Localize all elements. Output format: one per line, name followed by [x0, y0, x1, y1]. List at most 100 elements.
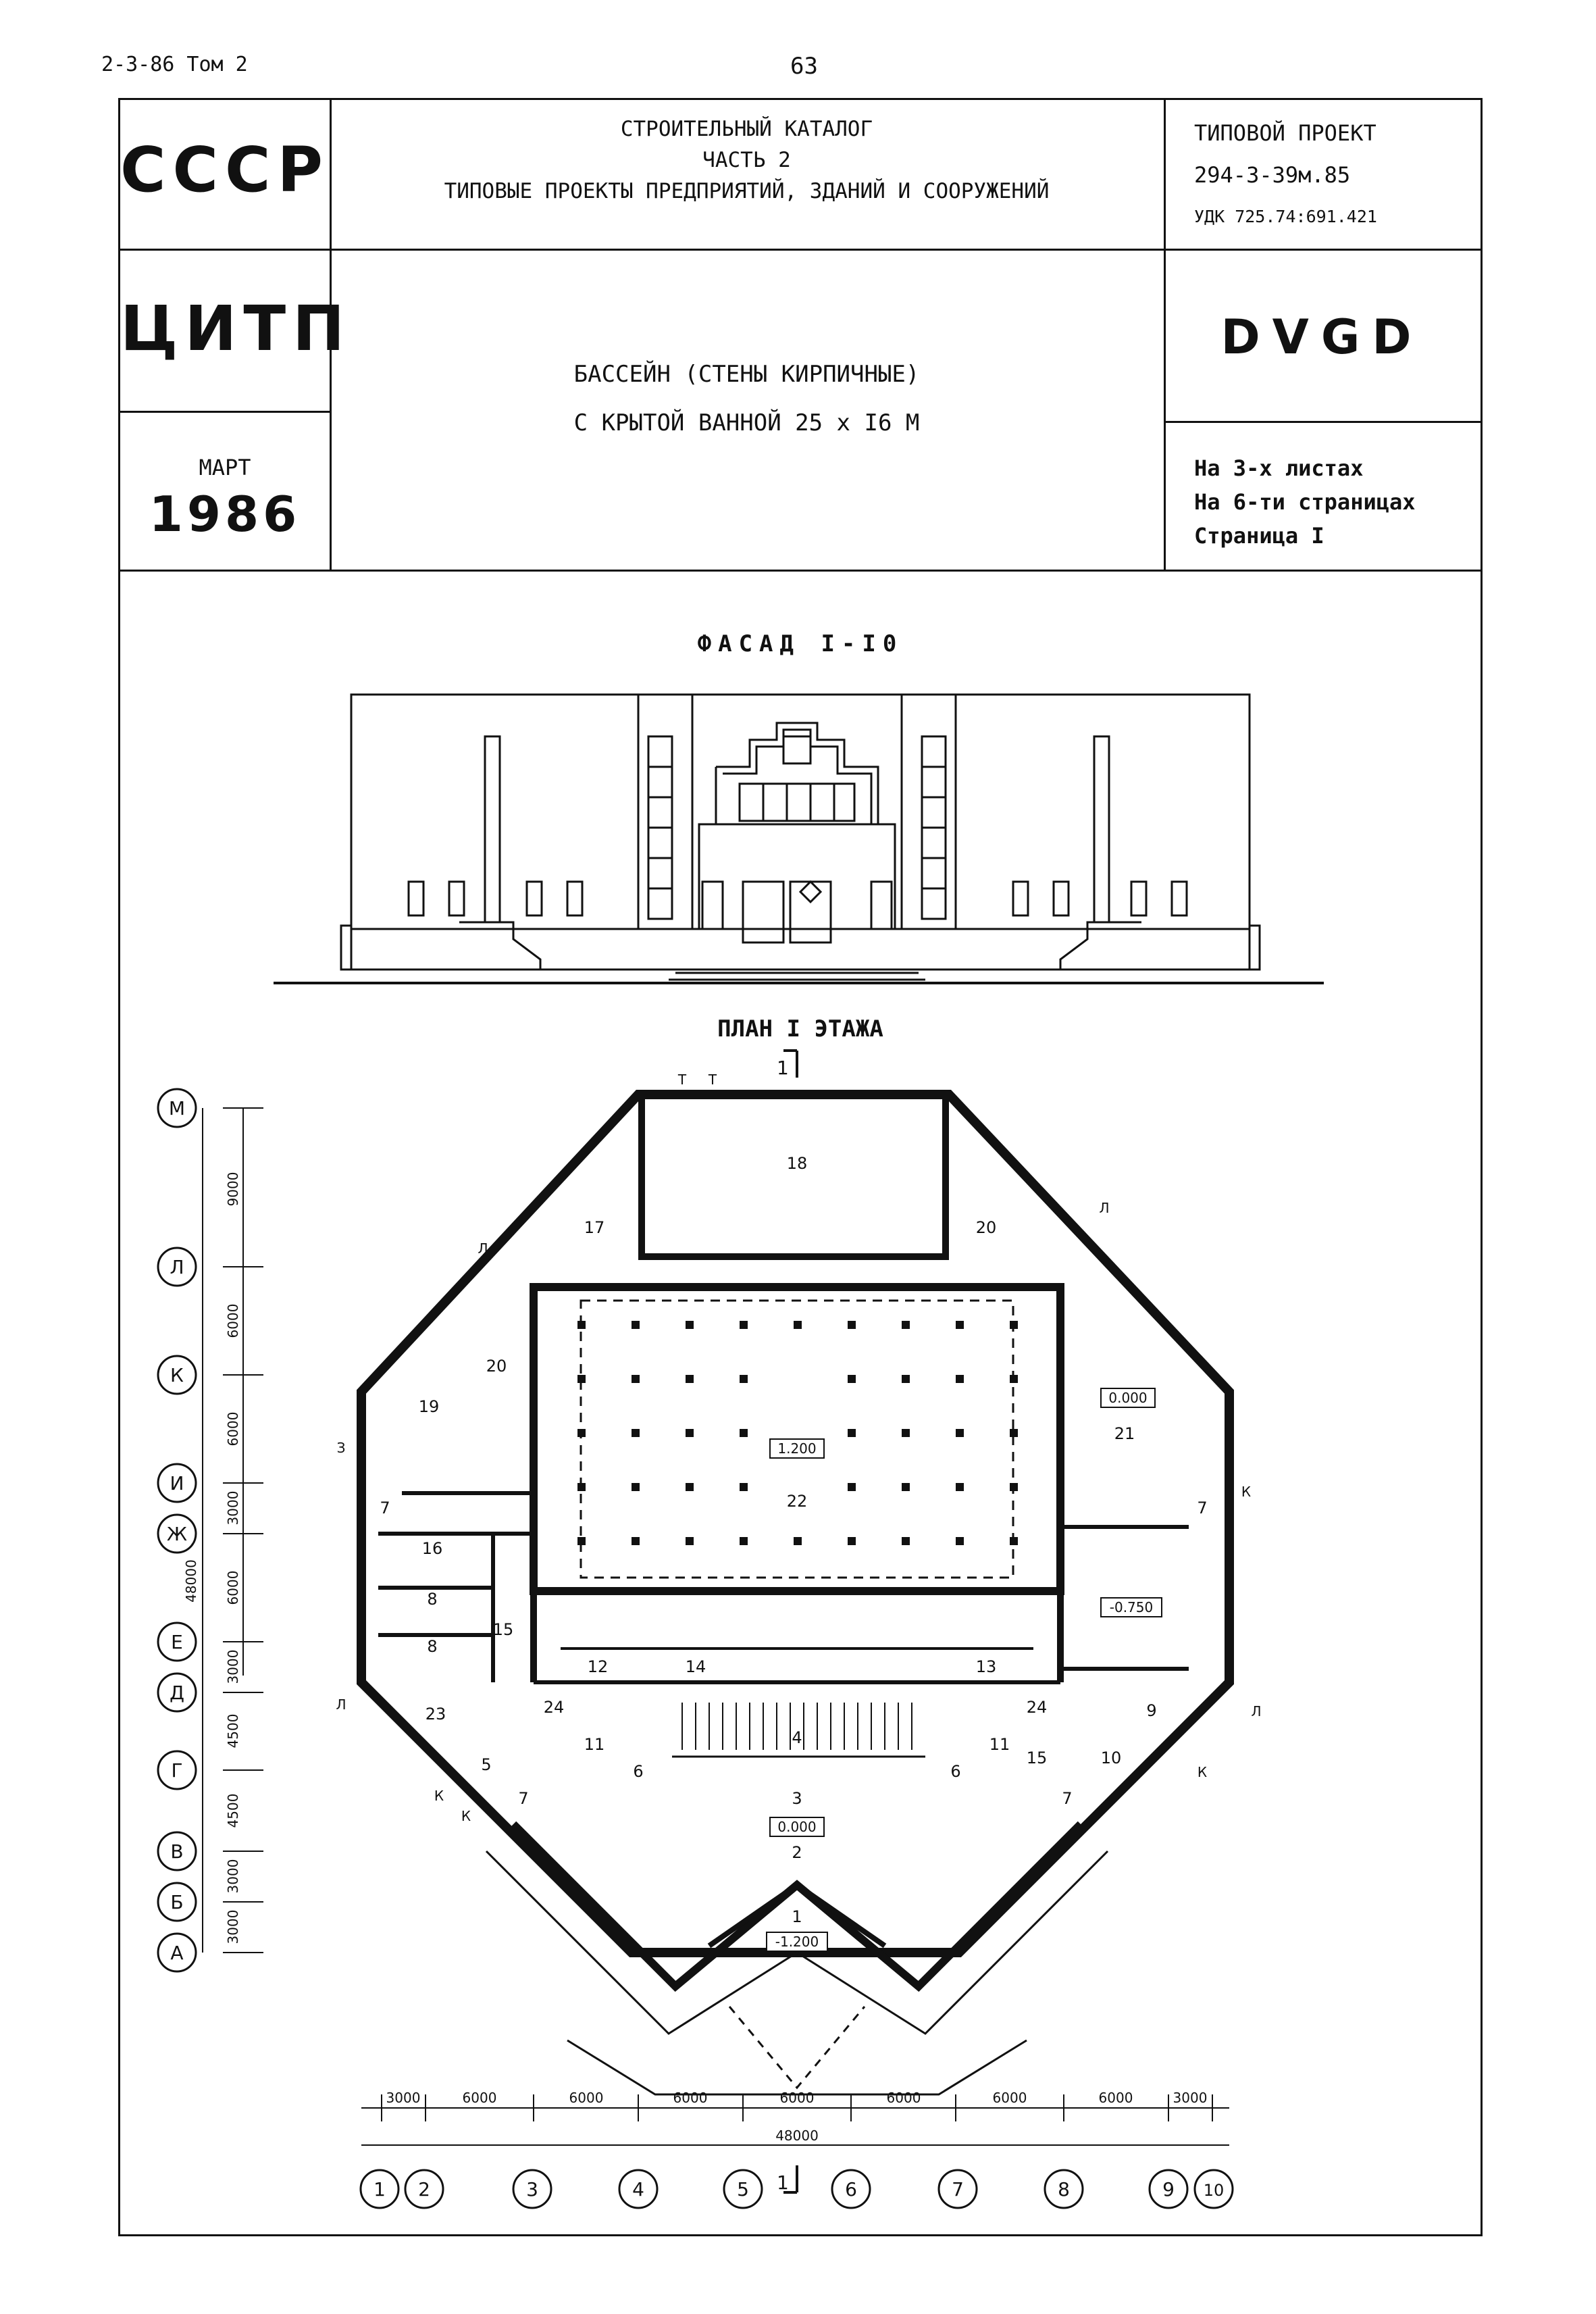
room-number: 15	[493, 1620, 514, 1639]
row-dimension: 4500	[225, 1714, 241, 1749]
catalog-line: ТИПОВЫЕ ПРОЕКТЫ ПРЕДПРИЯТИЙ, ЗДАНИЙ И СО…	[444, 179, 1050, 203]
row-axis-label: И	[170, 1472, 184, 1494]
row-dimension: 6000	[225, 1412, 241, 1447]
project-label: ТИПОВОЙ ПРОЕКТ	[1194, 120, 1376, 146]
row-total-dimension: 48000	[183, 1559, 199, 1603]
column-axis-label: 1	[374, 2178, 386, 2200]
org-label: ЦИТП	[120, 293, 352, 365]
catalog-line: СТРОИТЕЛЬНЫЙ КАТАЛОГ	[620, 117, 873, 141]
room-number: 14	[686, 1657, 706, 1676]
row-dimension: 6000	[225, 1304, 241, 1338]
level-mark: 0.000	[777, 1819, 816, 1835]
row-dimension: 3000	[225, 1650, 241, 1684]
column-dimension: 6000	[569, 2090, 604, 2106]
column-axis-label: 5	[737, 2178, 749, 2200]
room-number: 21	[1114, 1424, 1135, 1443]
row-axis-circles	[157, 1088, 197, 1973]
row-dimension: 9000	[225, 1172, 241, 1207]
entry-mark: К	[1241, 1484, 1251, 1500]
row-axis-label: Б	[170, 1891, 183, 1913]
column-axis-label: 10	[1204, 2181, 1225, 2200]
project-title: БАССЕЙН (СТЕНЫ КИРПИЧНЫЕ) С КРЫТОЙ ВАННО…	[330, 350, 1164, 447]
room-number: 12	[588, 1657, 609, 1676]
document-reference: 2-3-86 Том 2	[101, 53, 248, 76]
column-axis-label: 8	[1058, 2178, 1070, 2200]
catalog-line: ЧАСТЬ 2	[702, 148, 791, 172]
column-dimension: 6000	[993, 2090, 1027, 2106]
column-dimension: 6000	[463, 2090, 497, 2106]
entry-mark: К	[1198, 1764, 1207, 1780]
room-number: 7	[1197, 1499, 1207, 1517]
column-axis-circles	[359, 2169, 1234, 2209]
room-number: 10	[1101, 1749, 1122, 1767]
room-number: 2	[792, 1843, 802, 1862]
room-number: 4	[792, 1728, 802, 1747]
room-number: 20	[486, 1357, 507, 1376]
entry-mark: Т	[708, 1072, 717, 1088]
level-mark: -1.200	[775, 1934, 819, 1950]
entry-mark: Т	[677, 1072, 687, 1088]
room-number: 6	[950, 1762, 960, 1781]
entry-mark: К	[434, 1788, 444, 1804]
column-axis-label: 9	[1162, 2178, 1175, 2200]
plan-caption: ПЛАН I ЭТАЖА	[717, 1015, 883, 1042]
room-number: 8	[427, 1637, 437, 1656]
title-line: С КРЫТОЙ ВАННОЙ 25 х I6 М	[573, 409, 920, 436]
pool-columns	[577, 1321, 1018, 1545]
row-dimension: 6000	[225, 1571, 241, 1605]
room-number: 7	[518, 1789, 528, 1808]
page-number: 63	[790, 53, 818, 80]
sheet-info-line: На 6-ти страницах	[1194, 489, 1416, 515]
entry-mark: К	[461, 1808, 471, 1824]
room-number: 17	[584, 1218, 605, 1237]
entry-mark: Л	[1099, 1200, 1109, 1216]
column-dimension: 6000	[780, 2090, 815, 2106]
room-number: 5	[481, 1755, 491, 1774]
room-number: 1	[792, 1907, 802, 1926]
room-number: 11	[989, 1735, 1010, 1754]
room-number: 3	[792, 1789, 802, 1808]
row-axis-label: Г	[171, 1759, 182, 1782]
facade-caption: ФАСАД I-I0	[697, 630, 904, 657]
column-axis-label: 3	[526, 2178, 538, 2200]
row-dimension: 3000	[225, 1859, 241, 1894]
row-axis-label: Д	[170, 1682, 184, 1704]
row-axis-label: Л	[170, 1256, 184, 1278]
row-axis-label: Е	[171, 1631, 183, 1653]
row-axis-label: Ж	[167, 1523, 187, 1545]
column-axis-label: 6	[845, 2178, 857, 2200]
entry-mark: Л	[1251, 1703, 1261, 1719]
level-mark: -0.750	[1110, 1599, 1153, 1615]
column-dimension: 6000	[673, 2090, 708, 2106]
room-number: 16	[422, 1539, 443, 1558]
column-axis-label: 2	[418, 2178, 430, 2200]
column-dimension: 3000	[386, 2090, 421, 2106]
section-mark-bottom: 1	[777, 2171, 789, 2194]
room-number: 24	[544, 1698, 565, 1717]
level-mark: 0.000	[1108, 1390, 1147, 1406]
column-axis-label: 4	[632, 2178, 644, 2200]
room-number: 24	[1027, 1698, 1048, 1717]
sheet-frame: СССР ЦИТП МАРТ 1986 СТРОИТЕЛЬНЫЙ КАТАЛОГ…	[118, 98, 1483, 2236]
row-dimension: 3000	[225, 1910, 241, 1944]
row-axis-label: В	[170, 1840, 183, 1863]
room-number: 8	[427, 1590, 437, 1609]
room-number: 7	[1062, 1789, 1072, 1808]
entry-mark: З	[337, 1440, 346, 1456]
entry-mark: Л	[478, 1240, 488, 1257]
row-dimension: 4500	[225, 1794, 241, 1828]
row-dimension: 3000	[225, 1491, 241, 1526]
column-axis-label: 7	[952, 2178, 964, 2200]
sheet-info-line: На 3-х листах	[1194, 455, 1364, 481]
issue-year: 1986	[149, 486, 301, 543]
title-line: БАССЕЙН (СТЕНЫ КИРПИЧНЫЕ)	[573, 361, 920, 388]
udk-code: УДК 725.74:691.421	[1194, 207, 1377, 226]
room-number: 9	[1146, 1701, 1156, 1720]
row-axis-label: А	[170, 1942, 183, 1964]
room-number: 7	[380, 1499, 390, 1517]
row-axis-label: М	[169, 1097, 185, 1120]
issue-month: МАРТ	[199, 455, 251, 480]
row-axis-label: К	[170, 1364, 184, 1386]
